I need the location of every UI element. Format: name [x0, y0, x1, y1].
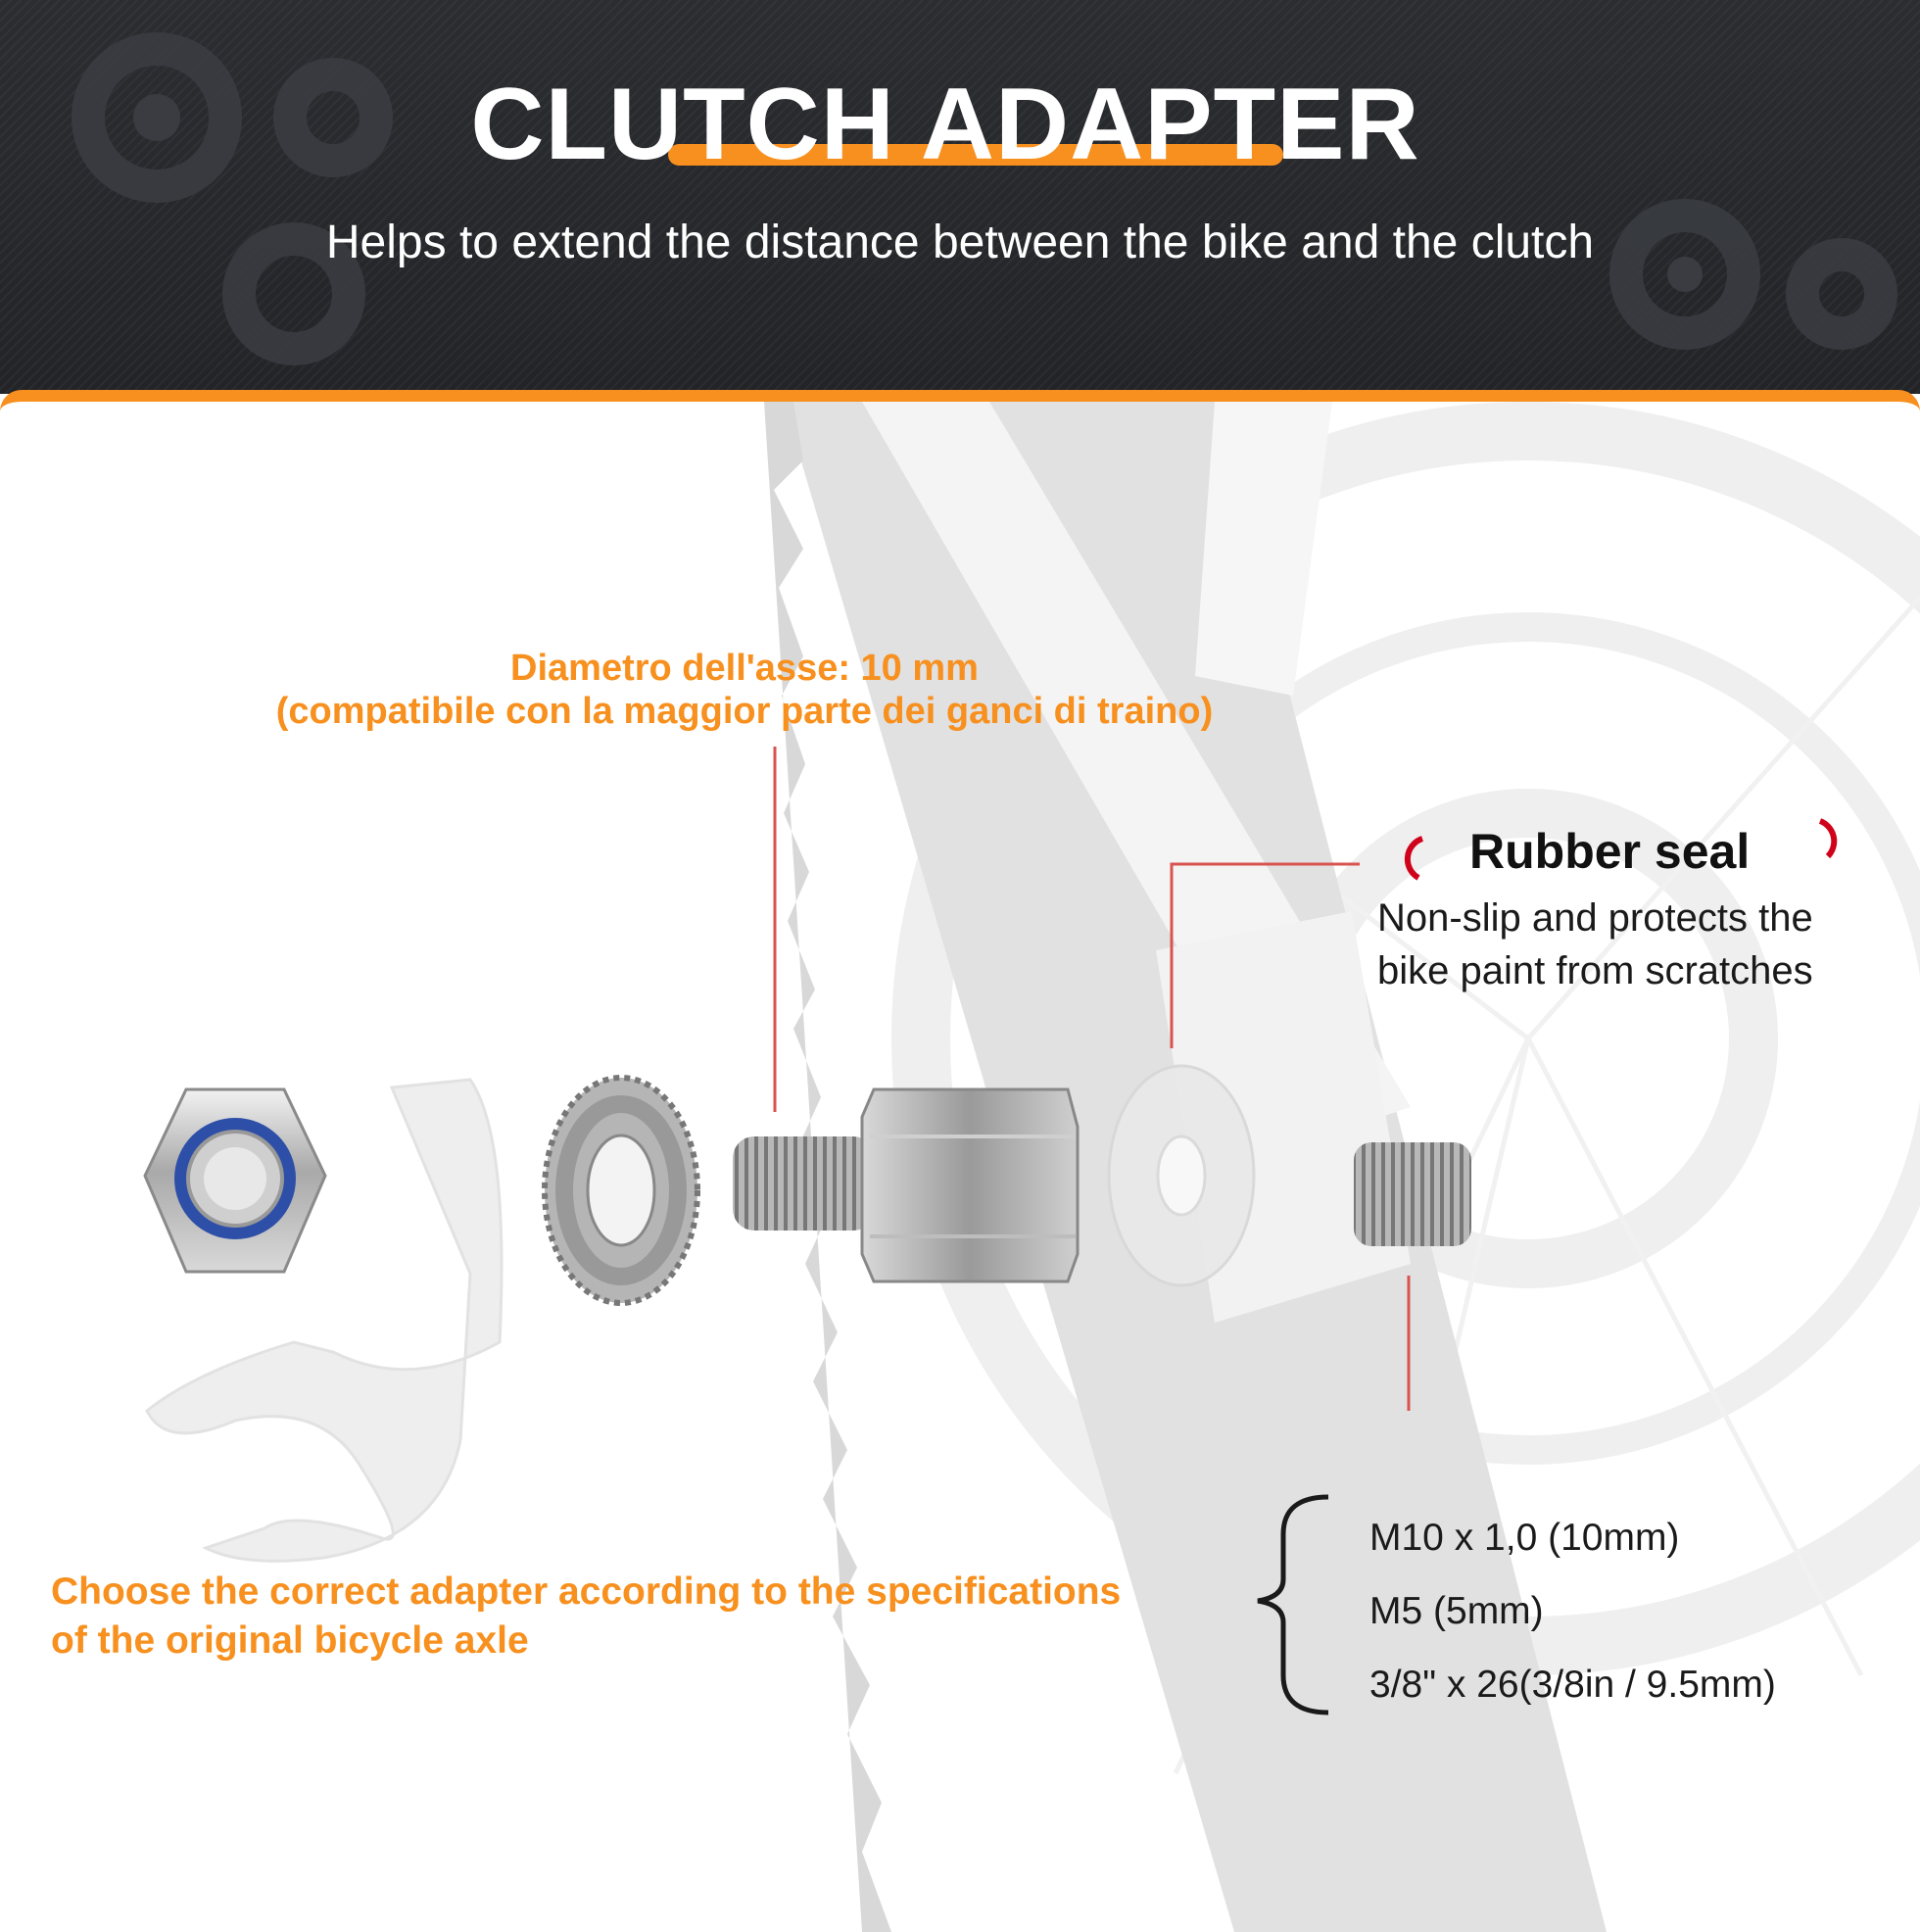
adapter-selection-note: Choose the correct adapter according to …: [51, 1568, 1121, 1666]
axle-callout-line-1: Diametro dell'asse: 10 mm: [510, 648, 979, 689]
seal-desc-line-2: bike paint from scratches: [1377, 949, 1813, 992]
gear-pattern-decoration: [72, 32, 1897, 365]
spec-item: M10 x 1,0 (10mm): [1369, 1517, 1680, 1559]
rubber-seal-description: Non-slip and protects the bike paint fro…: [1377, 892, 1813, 997]
spec-item: 3/8" x 26(3/8in / 9.5mm): [1369, 1664, 1776, 1706]
adapter-note-line-1: Choose the correct adapter according to …: [51, 1570, 1122, 1613]
rubber-seal-title: Rubber seal: [1469, 824, 1751, 879]
adapter-note-line-2: of the original bicycle axle: [51, 1619, 529, 1662]
axle-diameter-callout: Diametro dell'asse: 10 mm (compatibile c…: [196, 647, 1293, 733]
page-subtitle: Helps to extend the distance between the…: [325, 217, 1595, 268]
header-banner: CLUTCH ADAPTER Helps to extend the dista…: [0, 0, 1920, 394]
page-title: CLUTCH ADAPTER: [470, 68, 1420, 181]
spec-item: M5 (5mm): [1369, 1590, 1544, 1632]
seal-desc-line-1: Non-slip and protects the: [1377, 896, 1813, 940]
axle-callout-line-2: (compatibile con la maggior parte dei ga…: [275, 691, 1214, 732]
title-underline: [668, 144, 1283, 166]
spec-list: M10 x 1,0 (10mm) M5 (5mm) 3/8" x 26(3/8i…: [1369, 1501, 1776, 1721]
